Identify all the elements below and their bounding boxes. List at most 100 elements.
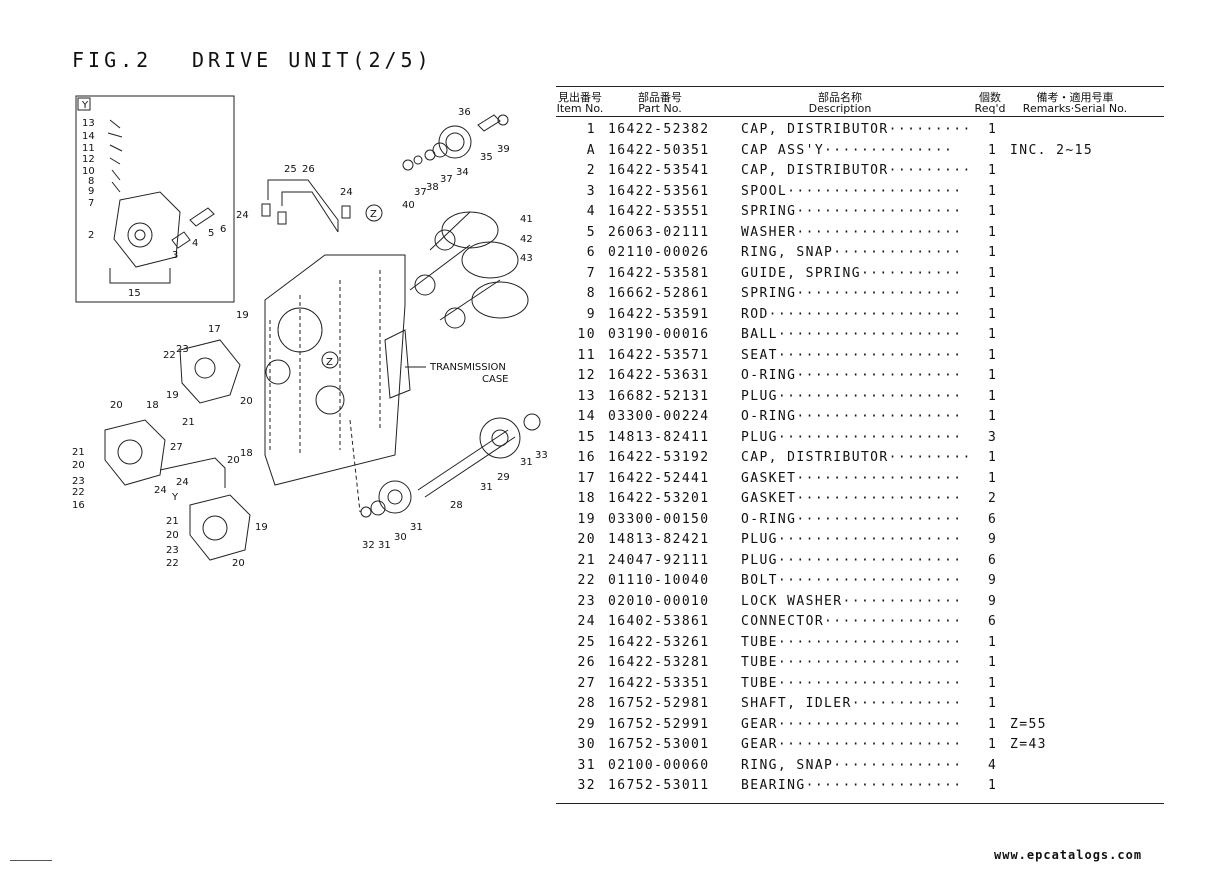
svg-text:20: 20 xyxy=(232,558,245,569)
item-no: 20 xyxy=(577,532,596,547)
quantity: 6 xyxy=(988,552,998,568)
figure-number: FIG.2 xyxy=(72,48,153,72)
svg-text:Z: Z xyxy=(326,357,333,368)
svg-text:36: 36 xyxy=(458,107,471,118)
part-no: 16422-52382 xyxy=(608,122,710,137)
quantity: 1 xyxy=(988,655,998,670)
case-label-line2: CASE xyxy=(482,374,509,385)
quantity: 1 xyxy=(988,737,998,752)
svg-text:12: 12 xyxy=(82,154,95,165)
quantity: 4 xyxy=(988,757,998,773)
item-no: 22 xyxy=(577,573,596,588)
table-header-rule xyxy=(556,116,1164,117)
svg-text:11: 11 xyxy=(82,143,95,154)
quantity: 9 xyxy=(988,573,998,588)
quantity: 1 xyxy=(988,388,998,404)
part-no: 16422-53541 xyxy=(608,163,710,178)
item-no: 12 xyxy=(577,368,596,383)
item-no: 2 xyxy=(586,163,596,178)
item-no: 18 xyxy=(577,491,596,506)
table-bottom-rule xyxy=(556,803,1164,804)
view-y-arrow-label: Y xyxy=(171,492,179,503)
item-no: 28 xyxy=(577,696,596,711)
quantity: 1 xyxy=(988,716,998,732)
quantity: 2 xyxy=(988,491,998,506)
quantity: 1 xyxy=(988,163,998,178)
svg-text:21: 21 xyxy=(166,516,179,527)
remarks: INC. 2~15 xyxy=(1010,142,1094,158)
item-no: 6 xyxy=(586,245,596,260)
svg-text:2: 2 xyxy=(88,230,94,241)
svg-text:20: 20 xyxy=(240,396,253,407)
inset-box-y xyxy=(75,95,235,303)
svg-text:33: 33 xyxy=(535,450,548,461)
svg-text:22: 22 xyxy=(72,487,85,498)
svg-text:4: 4 xyxy=(192,238,198,249)
quantity: 1 xyxy=(988,122,998,137)
item-no: A xyxy=(586,142,596,158)
svg-text:31: 31 xyxy=(520,457,533,468)
part-no: 02100-00060 xyxy=(608,757,710,773)
part-no: 01110-10040 xyxy=(608,573,710,588)
svg-text:41: 41 xyxy=(520,214,533,225)
svg-text:31: 31 xyxy=(378,540,391,551)
description: O-RING·················· xyxy=(741,511,963,527)
svg-text:15: 15 xyxy=(128,288,141,299)
svg-text:21: 21 xyxy=(182,417,195,428)
quantity: 1 xyxy=(988,286,998,301)
description: LOCK WASHER············· xyxy=(741,593,963,609)
quantity: 1 xyxy=(988,183,998,199)
svg-text:20: 20 xyxy=(72,460,85,471)
figure-title: DRIVE UNIT(2/5) xyxy=(192,48,433,72)
item-no: 14 xyxy=(577,409,596,424)
description: TUBE···················· xyxy=(741,634,963,650)
svg-text:40: 40 xyxy=(402,200,415,211)
svg-text:19: 19 xyxy=(166,390,179,401)
svg-text:43: 43 xyxy=(520,253,533,264)
item-no: 8 xyxy=(586,286,596,301)
description: ROD····················· xyxy=(741,306,963,322)
part-no: 03300-00150 xyxy=(608,511,710,527)
item-no: 23 xyxy=(577,593,596,609)
item-no: 3 xyxy=(586,183,596,199)
item-no: 25 xyxy=(577,634,596,650)
item-no: 26 xyxy=(577,655,596,670)
item-no: 1 xyxy=(586,122,596,137)
item-no: 19 xyxy=(577,511,596,527)
description: PLUG···················· xyxy=(741,552,963,568)
description: SHAFT, IDLER············ xyxy=(741,696,963,711)
svg-text:32: 32 xyxy=(362,540,375,551)
svg-text:24: 24 xyxy=(154,485,167,496)
quantity: 1 xyxy=(988,347,998,363)
quantity: 1 xyxy=(988,306,998,322)
item-no: 7 xyxy=(586,265,596,281)
part-no: 14813-82411 xyxy=(608,429,710,445)
item-no: 5 xyxy=(586,224,596,240)
quantity: 1 xyxy=(988,224,998,240)
part-no: 16422-53201 xyxy=(608,491,710,506)
description: GEAR···················· xyxy=(741,716,963,732)
part-no: 16752-53001 xyxy=(608,737,710,752)
svg-text:24: 24 xyxy=(236,210,249,221)
svg-text:34: 34 xyxy=(456,167,469,178)
svg-text:21: 21 xyxy=(72,447,85,458)
part-no: 16422-53192 xyxy=(608,450,710,465)
